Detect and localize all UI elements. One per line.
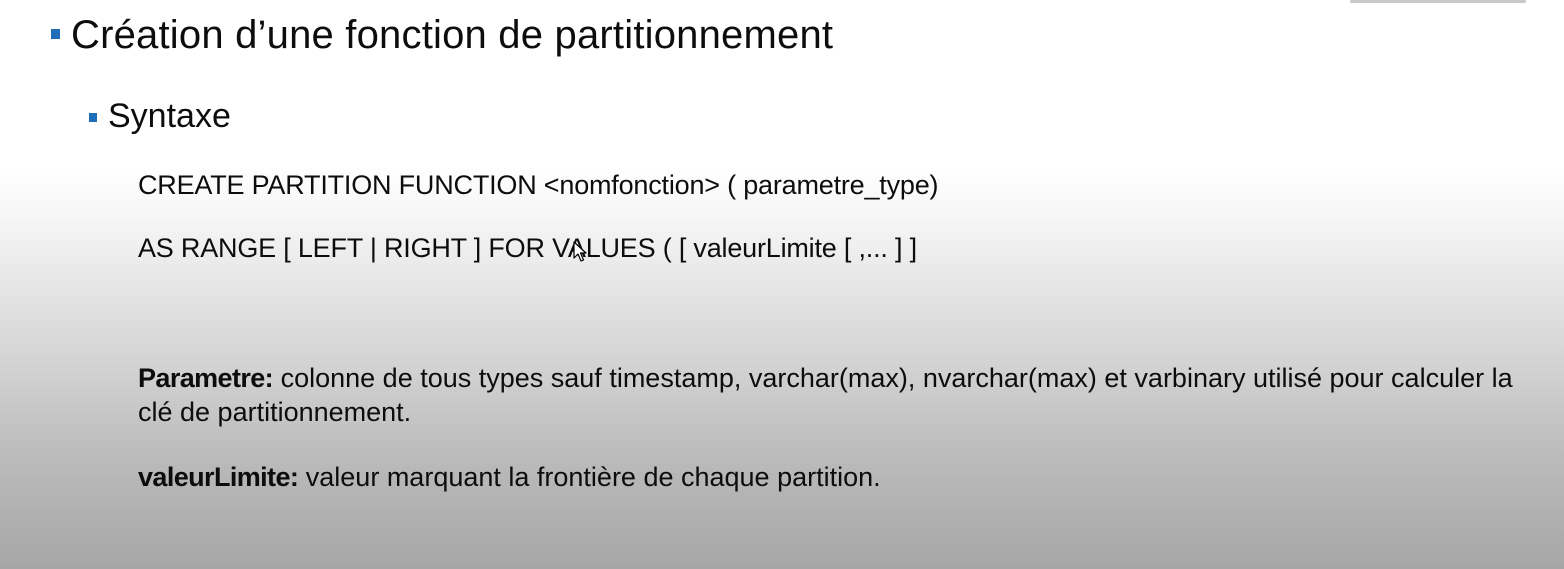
subtitle-bullet-icon bbox=[89, 113, 97, 122]
definition-text: colonne de tous types sauf timestamp, va… bbox=[138, 363, 1513, 427]
definition-term: valeurLimite: bbox=[138, 462, 299, 492]
definition-parametre: Parametre: colonne de tous types sauf ti… bbox=[138, 361, 1518, 429]
slide-subtitle: Syntaxe bbox=[108, 97, 231, 135]
definition-valeurlimite: valeurLimite: valeur marquant la frontiè… bbox=[138, 460, 1518, 494]
mouse-pointer-icon bbox=[573, 241, 587, 262]
definition-text: valeur marquant la frontière de chaque p… bbox=[305, 462, 881, 492]
syntax-line-1: CREATE PARTITION FUNCTION <nomfonction> … bbox=[138, 170, 939, 200]
definition-term: Parametre: bbox=[138, 363, 274, 393]
corner-mark bbox=[1350, 0, 1526, 3]
syntax-line-2: AS RANGE [ LEFT | RIGHT ] FOR VALUES ( [… bbox=[138, 233, 917, 263]
slide-title: Création d’une fonction de partitionneme… bbox=[71, 13, 834, 57]
title-bullet-icon bbox=[51, 29, 60, 39]
